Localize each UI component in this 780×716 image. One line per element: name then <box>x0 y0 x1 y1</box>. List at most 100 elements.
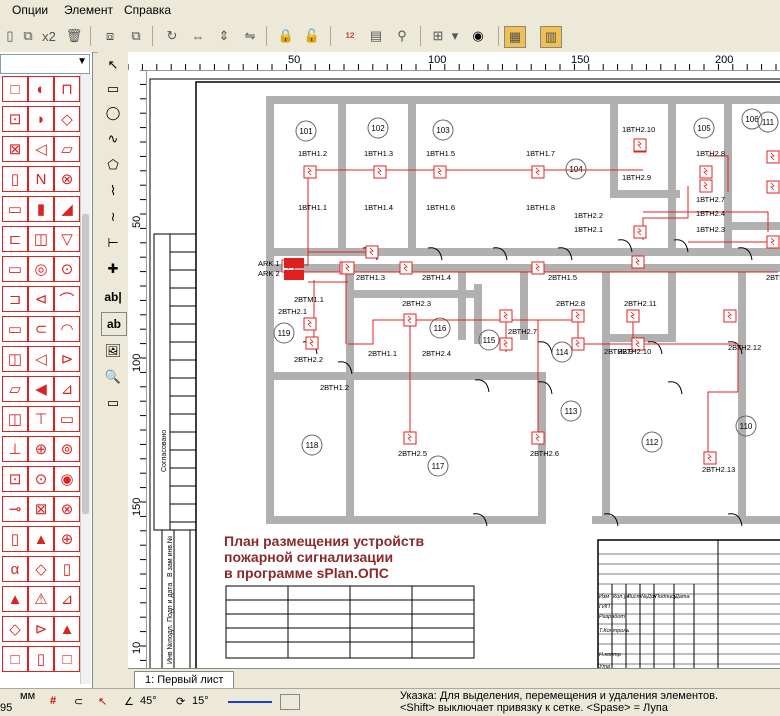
library-select[interactable]: ▼ <box>0 54 90 74</box>
library-symbol[interactable]: ▲ <box>2 586 28 612</box>
chevron-down-icon[interactable]: ▼ <box>77 56 87 67</box>
library-symbol[interactable]: ▮ <box>28 196 54 222</box>
library-symbol[interactable]: ⊙ <box>54 256 80 282</box>
paste-icon[interactable]: ▯ <box>0 26 20 46</box>
library-symbol[interactable]: ◗ <box>28 106 54 132</box>
dimension-icon[interactable]: ⊢ <box>101 232 125 254</box>
library-symbol[interactable]: ⊚ <box>54 436 80 462</box>
line-style-swatch[interactable] <box>228 701 272 703</box>
library-symbol[interactable]: ⊠ <box>28 496 54 522</box>
library-symbol[interactable]: ⊐ <box>2 286 28 312</box>
curve-icon[interactable]: ∿ <box>101 128 125 150</box>
bezier-icon[interactable]: ≀ <box>101 206 125 228</box>
textbox-icon[interactable]: ab <box>101 312 127 336</box>
library-symbol[interactable]: □ <box>2 646 28 672</box>
list-icon[interactable]: ▤ <box>366 26 386 46</box>
flip-icon[interactable]: ⇋ <box>240 26 260 46</box>
library-symbol[interactable]: ◠ <box>54 316 80 342</box>
zoom-icon[interactable]: ◉ <box>468 26 488 46</box>
ellipse-icon[interactable]: ◯ <box>101 102 125 124</box>
mirror-v-icon[interactable]: ⇕ <box>214 26 234 46</box>
library-symbol[interactable]: ◁ <box>28 136 54 162</box>
library-symbol[interactable]: ▲ <box>54 616 80 642</box>
library-symbol[interactable]: ⊳ <box>28 616 54 642</box>
rotate-icon[interactable]: ↻ <box>162 26 182 46</box>
menu-options[interactable]: Опции <box>12 3 48 17</box>
library-symbol[interactable]: ◀ <box>28 376 54 402</box>
library-symbol[interactable]: ⊡ <box>2 106 28 132</box>
library-symbol[interactable]: ▯ <box>28 646 54 672</box>
library-symbol[interactable]: ◎ <box>28 256 54 282</box>
mirror-h-icon[interactable]: ⇔ <box>188 26 208 46</box>
library-symbol[interactable]: ⊕ <box>54 526 80 552</box>
library-symbol[interactable]: ▱ <box>54 136 80 162</box>
library-symbol[interactable]: ⊏ <box>2 226 28 252</box>
menu-element[interactable]: Элемент <box>64 3 113 17</box>
library-symbol[interactable]: ▯ <box>54 556 80 582</box>
library-symbol[interactable]: ⊗ <box>54 166 80 192</box>
library-symbol[interactable]: ▯ <box>2 166 28 192</box>
connect-point-icon[interactable]: ✚ <box>101 258 125 280</box>
magnet-icon[interactable]: ⊂ <box>74 695 83 708</box>
library-symbol[interactable]: Ν <box>28 166 54 192</box>
menu-help[interactable]: Справка <box>124 3 171 17</box>
library-symbol[interactable]: ⊳ <box>54 346 80 372</box>
library-symbol[interactable]: ⊂ <box>28 316 54 342</box>
rectangle-icon[interactable]: ▭ <box>101 78 125 100</box>
magnifier-icon[interactable]: 🔍 <box>101 366 125 388</box>
angle-value-1[interactable]: 45° <box>140 695 157 707</box>
fill-swatch[interactable] <box>280 694 300 710</box>
library-symbol[interactable]: ◁ <box>28 346 54 372</box>
text-icon[interactable]: ab| <box>101 286 125 308</box>
grid-snap-icon[interactable]: # <box>50 695 56 707</box>
library-symbol[interactable]: ◢ <box>54 196 80 222</box>
library-symbol[interactable]: α <box>2 556 28 582</box>
polyline-icon[interactable]: ⌇ <box>101 180 125 202</box>
library-symbol[interactable]: ◫ <box>2 346 28 372</box>
library-symbol[interactable]: ▭ <box>2 316 28 342</box>
library-symbol[interactable]: ⊥ <box>2 436 28 462</box>
library-symbol[interactable]: ◇ <box>28 556 54 582</box>
duplicate-button[interactable]: x2 <box>38 26 60 46</box>
image-icon[interactable]: 🖼 <box>101 340 125 362</box>
library-symbol[interactable]: ⊿ <box>54 376 80 402</box>
library-symbol[interactable]: ◇ <box>2 616 28 642</box>
library-symbol[interactable]: ⊿ <box>54 586 80 612</box>
library-symbol[interactable]: ▽ <box>54 226 80 252</box>
library-symbol[interactable]: ⚠ <box>28 586 54 612</box>
library-symbol[interactable]: ▱ <box>2 376 28 402</box>
library-symbol[interactable]: ▭ <box>2 196 28 222</box>
library-symbol[interactable]: □ <box>2 76 28 102</box>
angle-value-2[interactable]: 15° <box>192 695 209 707</box>
library-symbol[interactable]: ⌒ <box>54 286 80 312</box>
chevron-down-icon[interactable]: ▾ <box>450 26 460 46</box>
drawing-canvas[interactable]: СогласованоВ зам инв.№Подп и датаИнв №по… <box>128 52 780 668</box>
library-symbol[interactable]: ◇ <box>54 106 80 132</box>
library-symbol[interactable]: ◫ <box>28 226 54 252</box>
library-symbol[interactable]: ⊡ <box>2 466 28 492</box>
grid-icon[interactable]: ⊞ <box>428 26 448 46</box>
library-symbol[interactable]: ⊙ <box>28 466 54 492</box>
library-symbol[interactable]: ⊸ <box>2 496 28 522</box>
library-symbol[interactable]: ⊕ <box>28 436 54 462</box>
library-symbol[interactable]: ⊤ <box>28 406 54 432</box>
library-symbol[interactable]: ⊓ <box>54 76 80 102</box>
measure-icon[interactable]: ▭ <box>101 392 125 414</box>
library-symbol[interactable]: □ <box>54 646 80 672</box>
numbering-icon[interactable]: ¹² <box>340 26 360 46</box>
ungroup-icon[interactable]: ⧉ <box>126 26 146 46</box>
library-symbol[interactable]: ⊠ <box>2 136 28 162</box>
unlock-icon[interactable]: 🔓 <box>302 26 322 46</box>
page-icon[interactable]: ▥ <box>540 26 562 48</box>
pointer-icon[interactable]: ↖ <box>101 54 125 76</box>
library-symbol[interactable]: ▲ <box>28 526 54 552</box>
delete-icon[interactable]: 🗑 <box>64 26 84 46</box>
library-symbol[interactable]: ▭ <box>54 406 80 432</box>
library-symbol[interactable]: ⊗ <box>54 496 80 522</box>
cursor-snap-icon[interactable]: ↖ <box>98 695 107 708</box>
polygon-icon[interactable]: ⬠ <box>101 154 125 176</box>
lock-icon[interactable]: 🔒 <box>276 26 296 46</box>
library-symbol[interactable]: ◫ <box>2 406 28 432</box>
library-scrollbar[interactable] <box>80 74 91 684</box>
library-symbol[interactable]: ◉ <box>54 466 80 492</box>
